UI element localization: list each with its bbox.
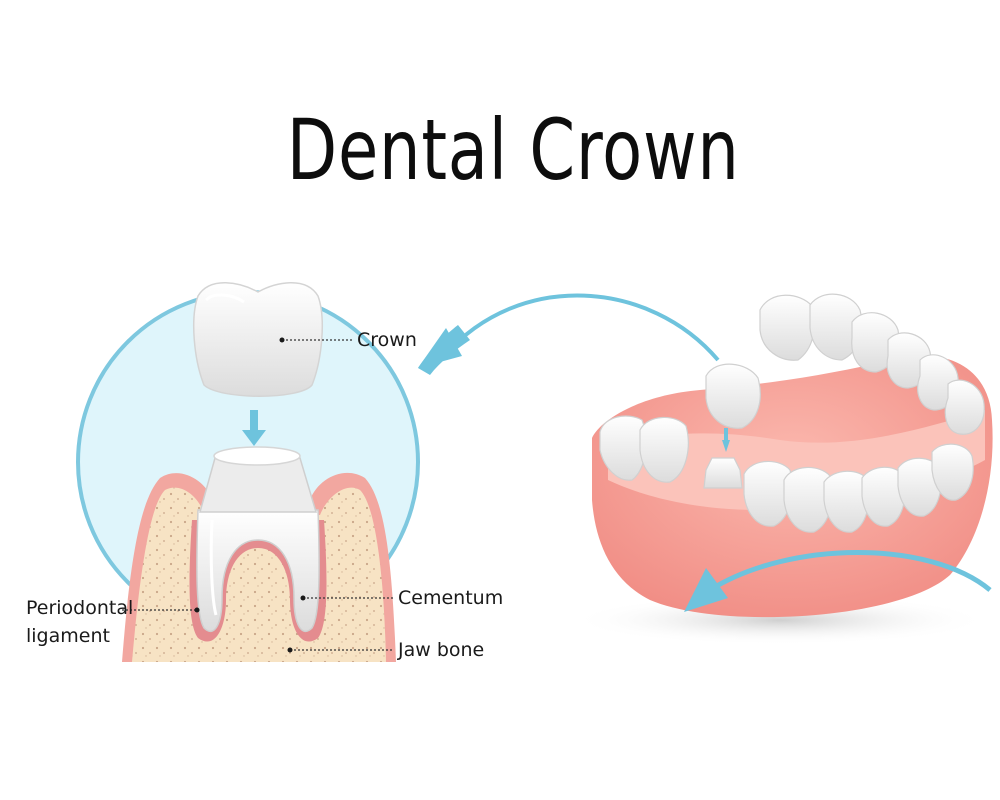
page-title: Dental Crown <box>286 101 740 199</box>
leader-dots <box>194 337 306 653</box>
leader-lines <box>122 339 394 651</box>
label-periodontal-1: Periodontal <box>26 597 133 619</box>
label-jaw-bone: Jaw bone <box>397 639 484 661</box>
curved-arrow-bottom <box>684 550 992 612</box>
label-periodontal-2: ligament <box>26 625 110 647</box>
curved-arrow-top <box>418 293 720 375</box>
label-cementum: Cementum <box>398 587 503 609</box>
tooth-stump <box>199 457 318 513</box>
label-crown: Crown <box>357 329 417 351</box>
crown <box>193 282 323 397</box>
prepared-tooth <box>196 509 320 633</box>
jaw-model <box>570 293 993 645</box>
down-arrow <box>242 410 266 446</box>
